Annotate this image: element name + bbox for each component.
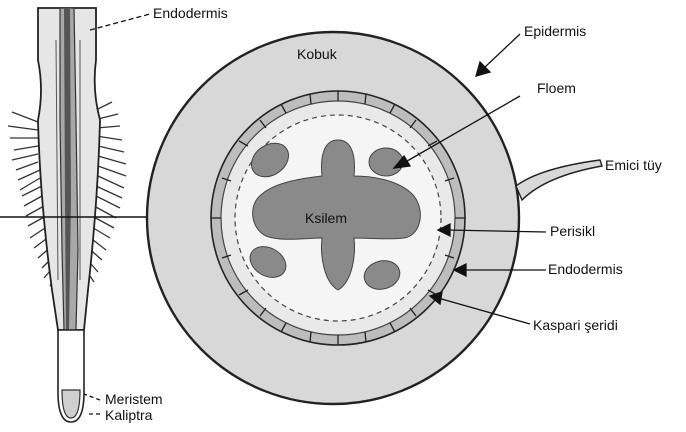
label-endodermis-top: Endodermis bbox=[153, 5, 228, 21]
label-kaspari: Kaspari şeridi bbox=[533, 317, 618, 333]
phloem-patch bbox=[369, 148, 403, 176]
label-meristem: Meristem bbox=[105, 391, 163, 407]
label-perisikl: Perisikl bbox=[550, 223, 595, 239]
root-cross-section bbox=[147, 32, 602, 404]
label-epidermis: Epidermis bbox=[524, 23, 586, 39]
label-ksilem: Ksilem bbox=[305, 210, 347, 226]
root-longitudinal-section bbox=[8, 8, 126, 422]
label-floem: Floem bbox=[537, 80, 576, 96]
label-kobuk: Kobuk bbox=[297, 46, 338, 62]
label-emici-tuy: Emici tüy bbox=[605, 157, 662, 173]
root-hair-cross bbox=[516, 160, 602, 200]
label-endodermis-right: Endodermis bbox=[548, 261, 623, 277]
label-kaliptra: Kaliptra bbox=[105, 407, 153, 423]
